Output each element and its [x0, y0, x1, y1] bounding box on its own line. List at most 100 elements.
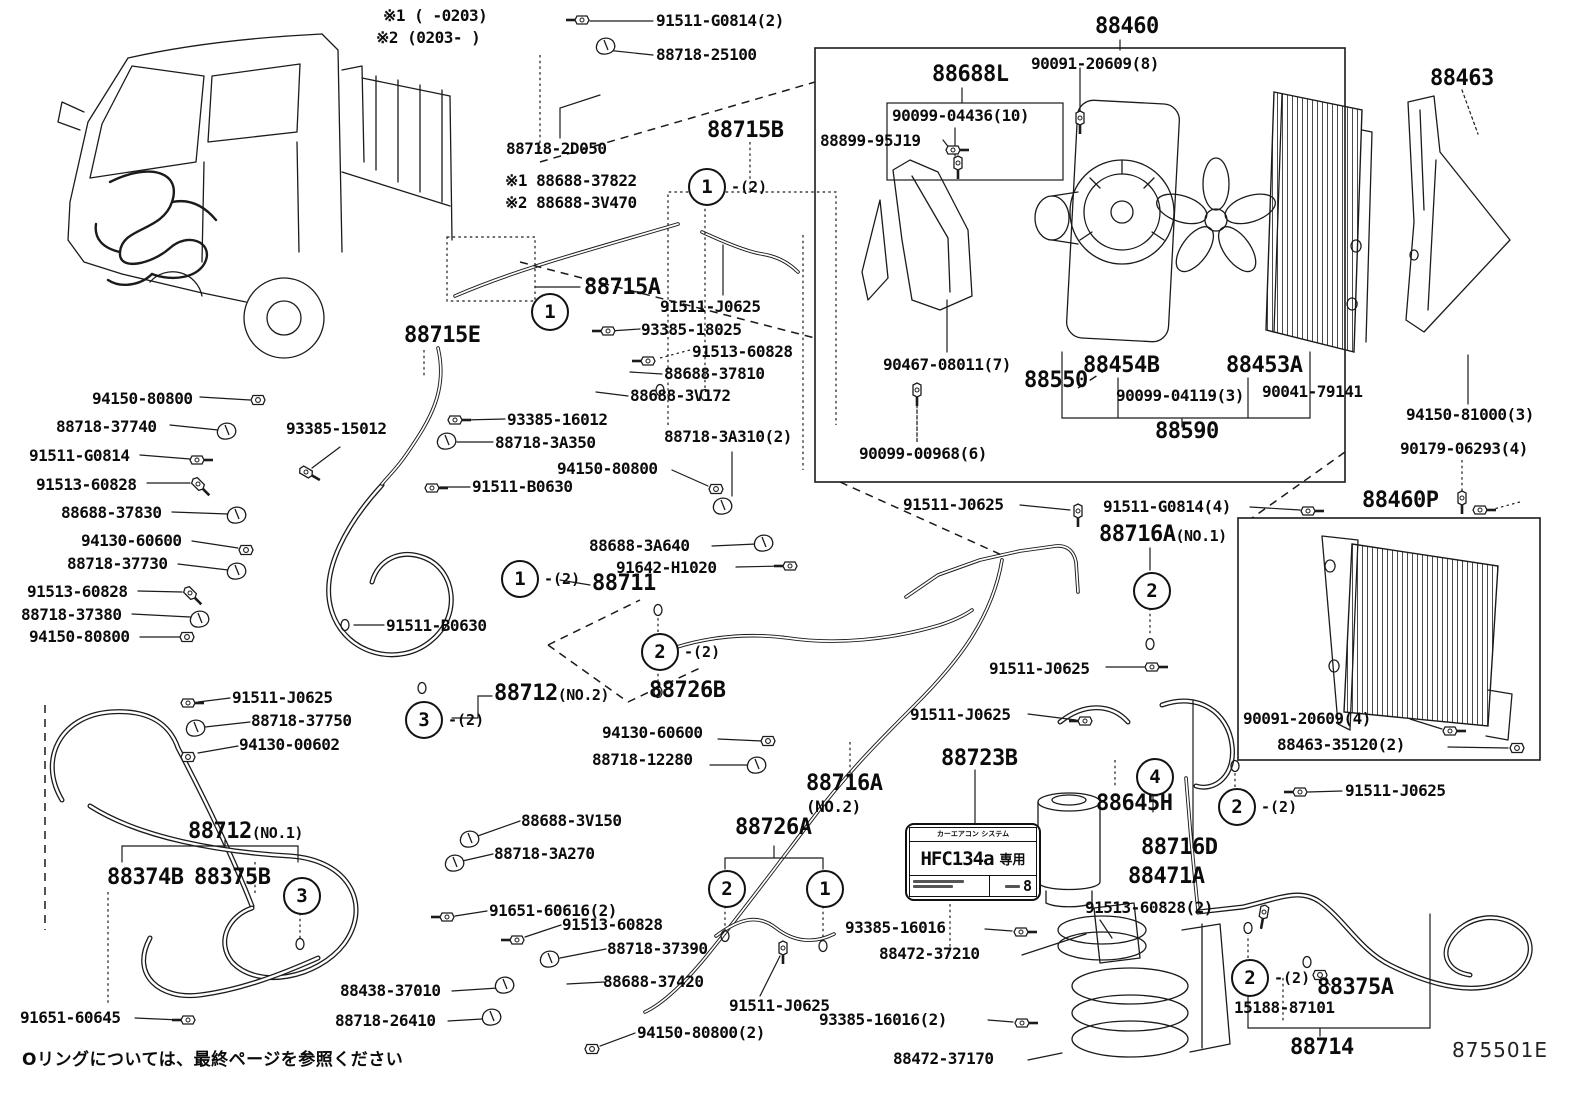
part-label: 88712(NO.1) [188, 819, 303, 844]
part-label: 88899-95J19 [820, 131, 921, 150]
part-label: 88718-3A270 [494, 844, 595, 863]
part-label: 15188-87101 [1234, 998, 1335, 1017]
part-label: 88718-37390 [607, 939, 708, 958]
callout-circle: 2 [708, 870, 746, 908]
sticker-only-text: 専用 [999, 853, 1026, 868]
part-label: 88726B [649, 678, 726, 703]
part-label: 88718-25100 [656, 45, 757, 64]
part-label: 88688-37420 [603, 972, 704, 991]
construction-lines [44, 55, 1346, 1022]
part-label: 91511-B0630 [386, 616, 487, 635]
part-label: 88712(NO.2) [494, 681, 609, 706]
part-label: 91642-H1020 [616, 558, 717, 577]
part-label: 94130-00602 [239, 735, 340, 754]
air-guide-88688l [861, 159, 973, 311]
sticker-system-text: カーエアコン システム [910, 828, 1036, 842]
part-label: 88716A(NO.1) [1099, 522, 1227, 547]
part-label: 88718-37730 [67, 554, 168, 573]
drier-clamp-lower [1071, 903, 1271, 1058]
part-label: 91513-60828 [27, 582, 128, 601]
part-label: 88718-26410 [335, 1011, 436, 1030]
part-label: 88718-37750 [251, 711, 352, 730]
part-label: ※1 88688-37822 [505, 171, 637, 190]
sticker-qty: 8 [1022, 877, 1032, 895]
part-label: 90099-04119(3) [1116, 386, 1244, 405]
part-label: 93385-16016(2) [819, 1010, 947, 1029]
part-label: 91513-60828 [562, 915, 663, 934]
callout-circle: 3-(2) [405, 701, 484, 739]
part-label: 88688-3V172 [630, 386, 731, 405]
part-label: 90091-20609(8) [1031, 54, 1159, 73]
part-label: 91511-B0630 [472, 477, 573, 496]
part-label: 91511-J0625 [903, 495, 1004, 514]
part-label: 94130-60600 [81, 531, 182, 550]
part-label: 88460 [1095, 14, 1159, 39]
part-label: 91511-J0625 [910, 705, 1011, 724]
part-label: 88472-37210 [879, 944, 980, 963]
part-label: 875501E [1452, 1038, 1548, 1062]
part-label: 88718-12280 [592, 750, 693, 769]
part-label: 90467-08011(7) [883, 355, 1011, 374]
pipes [380, 222, 1200, 1014]
part-label: 91513-60828 [692, 342, 793, 361]
part-label: 90091-20609(4) [1243, 709, 1371, 728]
part-label: 94150-81000(3) [1406, 405, 1534, 424]
part-label: 94150-80800 [92, 389, 193, 408]
part-label: 91511-G0814(2) [656, 11, 784, 30]
part-label: ※2 (0203- ) [376, 28, 481, 47]
callout-circle: 2 [1133, 572, 1171, 610]
callout-circle: 2-(2) [1218, 788, 1297, 826]
part-label: 93385-15012 [286, 419, 387, 438]
truck-sketch [57, 33, 453, 359]
fan-shroud [1034, 99, 1180, 343]
part-label: ※2 88688-3V470 [505, 193, 637, 212]
cooling-fan [1156, 157, 1276, 273]
part-label: 88550 [1024, 368, 1088, 393]
part-label: 90099-04436(10) [892, 106, 1030, 125]
part-label: 88645H [1096, 791, 1173, 816]
part-label: 88726A [735, 815, 812, 840]
part-label: 94150-80800 [29, 627, 130, 646]
callout-circle: 2-(2) [1231, 959, 1310, 997]
part-label: 88718-2D050 [506, 139, 607, 158]
part-label: 94150-80800 [557, 459, 658, 478]
bracket-88463 [1405, 89, 1511, 333]
part-label: 88715E [404, 323, 481, 348]
part-label: 90041-79141 [1262, 382, 1363, 401]
part-label: 90179-06293(4) [1400, 439, 1528, 458]
part-label: 91511-J0625 [989, 659, 1090, 678]
part-label: 88715B [707, 118, 784, 143]
part-label: ※1 ( -0203) [383, 6, 488, 25]
part-label: 88711 [592, 571, 656, 596]
part-label: 91511-G0814 [29, 446, 130, 465]
part-label: 88715A [584, 275, 661, 300]
part-label: 94130-60600 [602, 723, 703, 742]
sticker-fineprint-right [1004, 884, 1020, 888]
condenser-core [1265, 91, 1373, 353]
callout-circle: 3 [283, 877, 321, 915]
callout-circle: 4 [1136, 758, 1174, 796]
callout-circle: 1 [806, 870, 844, 908]
part-label: 88590 [1155, 419, 1219, 444]
part-label: 91511-J0625 [232, 688, 333, 707]
callout-circle: 1-(2) [688, 168, 767, 206]
part-label: 88472-37170 [893, 1049, 994, 1068]
part-label: 91651-60616(2) [489, 901, 617, 920]
part-label: 88463 [1430, 66, 1494, 91]
part-label: 91513-60828(2) [1085, 898, 1213, 917]
part-label: Oリングについては、最終ページを参照ください [22, 1050, 404, 1070]
part-label: 91651-60645 [20, 1008, 121, 1027]
part-label: 88453A [1226, 353, 1303, 378]
leader-lines [121, 20, 1509, 1061]
part-label: 88688L [932, 62, 1009, 87]
part-label: (NO.2) [806, 797, 861, 816]
part-label: 91511-J0625 [660, 297, 761, 316]
callout-circle: 1-(2) [501, 560, 580, 598]
part-label: 88718-3A350 [495, 433, 596, 452]
callout-circle: 2-(2) [641, 633, 720, 671]
part-label: 94150-80800(2) [637, 1023, 765, 1042]
part-label: 88714 [1290, 1035, 1354, 1060]
wiring-harness-sketch [94, 170, 218, 286]
